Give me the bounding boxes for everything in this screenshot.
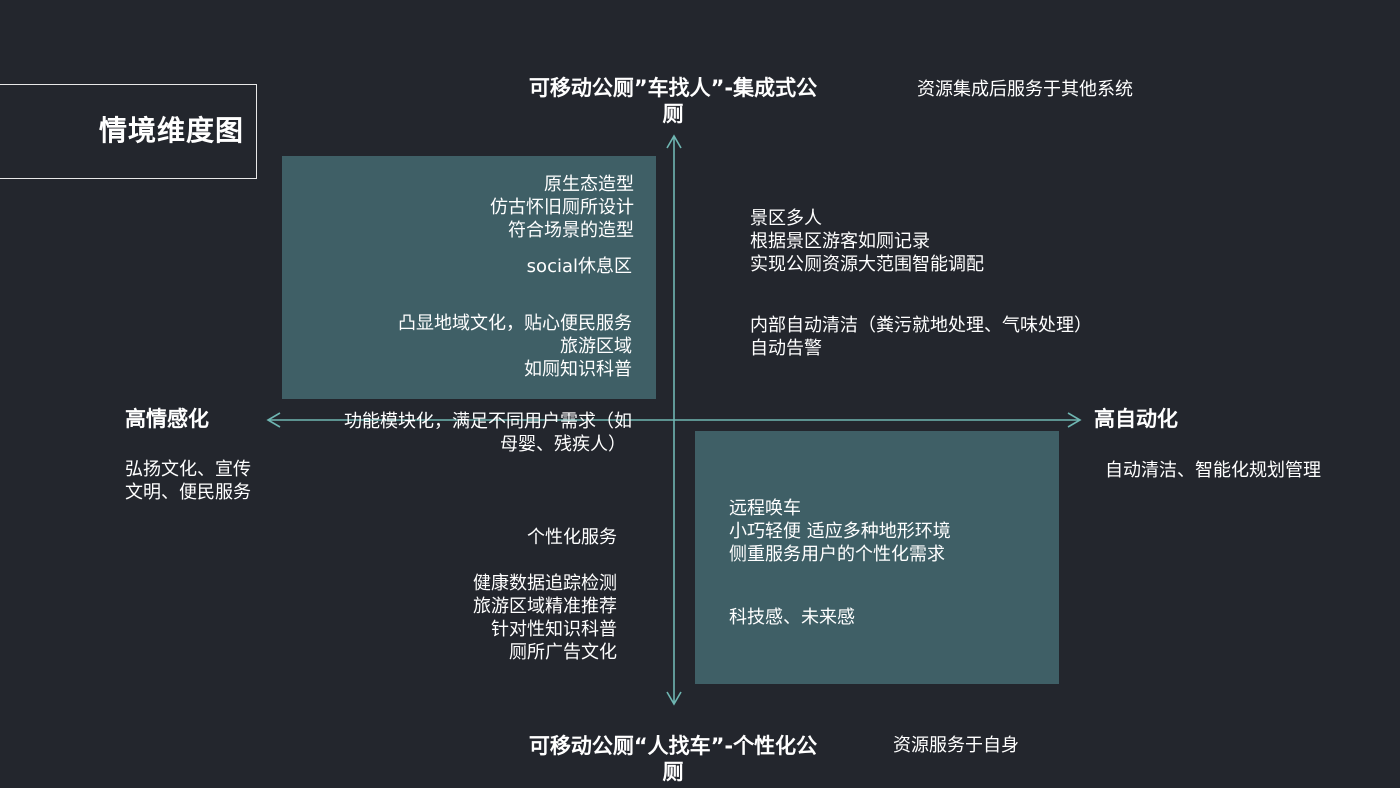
bottom-axis-label-line2: 厕 [662,760,684,784]
right-arrowhead [1067,412,1082,428]
quadrant-text-line: 实现公厕资源大范围智能调配 [750,254,984,275]
bottom-right-group2: 科技感、未来感 [729,607,855,628]
left-arrowhead [266,412,281,428]
bottom-axis-label-line1: 可移动公厕“人找车”-个性化公 [528,734,818,758]
quadrant-text-line: 内部自动清洁（粪污就地处理、气味处理） [750,315,1092,336]
top-left-group3: 凸显地域文化，贴心便民服务 旅游区域 如厕知识科普 [398,312,632,381]
right-axis-label: 高自动化 [1094,407,1178,431]
right-axis-note: 自动清洁、智能化规划管理 [1105,460,1321,481]
quadrant-text-line: 景区多人 [750,208,822,229]
diagram-title: 情境维度图 [98,114,244,147]
quadrant-text-line: 原生态造型 [544,174,634,195]
quadrant-text-line: 健康数据追踪检测 [473,573,617,594]
top-right-group2: 内部自动清洁（粪污就地处理、气味处理） 自动告警 [750,314,1092,360]
bottom-left-group2: 健康数据追踪检测 旅游区域精准推荐 针对性知识科普 厕所广告文化 [473,572,617,664]
quadrant-text-line: 针对性知识科普 [491,619,617,640]
quadrant-text-line: 功能模块化，满足不同用户需求（如 [344,411,632,432]
top-left-panel [282,156,656,399]
quadrant-text-line: 侧重服务用户的个性化需求 [729,544,945,565]
left-axis-note-line: 弘扬文化、宣传 [125,459,251,480]
top-axis-label-line2: 厕 [662,102,684,126]
quadrant-text-line: 小巧轻便 适应多种地形环境 [729,521,951,542]
quadrant-text-line: 仿古怀旧厕所设计 [490,197,634,218]
bottom-right-group1: 远程唤车 小巧轻便 适应多种地形环境 侧重服务用户的个性化需求 [729,497,951,566]
quadrant-text-line: 厕所广告文化 [509,642,617,663]
quadrant-text-line: 根据景区游客如厕记录 [750,231,930,252]
quadrant-text-line: 母婴、残疾人） [500,434,626,455]
top-right-group1: 景区多人 根据景区游客如厕记录 实现公厕资源大范围智能调配 [750,207,984,276]
title-box: 情境维度图 [0,84,257,179]
bottom-axis-label: 可移动公厕“人找车”-个性化公 厕 [500,733,846,785]
down-arrowhead [666,691,682,706]
up-arrowhead [666,134,682,149]
top-left-group1: 原生态造型 仿古怀旧厕所设计 符合场景的造型 [490,173,634,242]
top-left-group2: social休息区 [526,256,632,277]
quadrant-text-line: 旅游区域 [560,336,632,357]
top-axis-label-line1: 可移动公厕”车找人”-集成式公 [528,76,818,100]
bottom-left-axis-text: 功能模块化，满足不同用户需求（如 母婴、残疾人） [344,410,632,456]
quadrant-text-line: 自动告警 [750,338,822,359]
quadrant-text-line: 符合场景的造型 [508,220,634,241]
bottom-axis-note: 资源服务于自身 [893,735,1019,756]
quadrant-text-line: 如厕知识科普 [524,359,632,380]
quadrant-text-line: 旅游区域精准推荐 [473,596,617,617]
top-axis-label: 可移动公厕”车找人”-集成式公 厕 [500,75,846,127]
left-axis-label: 高情感化 [125,407,209,431]
top-axis-note: 资源集成后服务于其他系统 [917,79,1133,100]
quadrant-text-line: 凸显地域文化，贴心便民服务 [398,313,632,334]
bottom-right-panel [695,431,1059,684]
left-axis-note-line: 文明、便民服务 [125,482,251,503]
quadrant-text-line: 远程唤车 [729,498,801,519]
bottom-left-group1: 个性化服务 [527,527,617,548]
left-axis-note: 弘扬文化、宣传 文明、便民服务 [125,458,251,504]
